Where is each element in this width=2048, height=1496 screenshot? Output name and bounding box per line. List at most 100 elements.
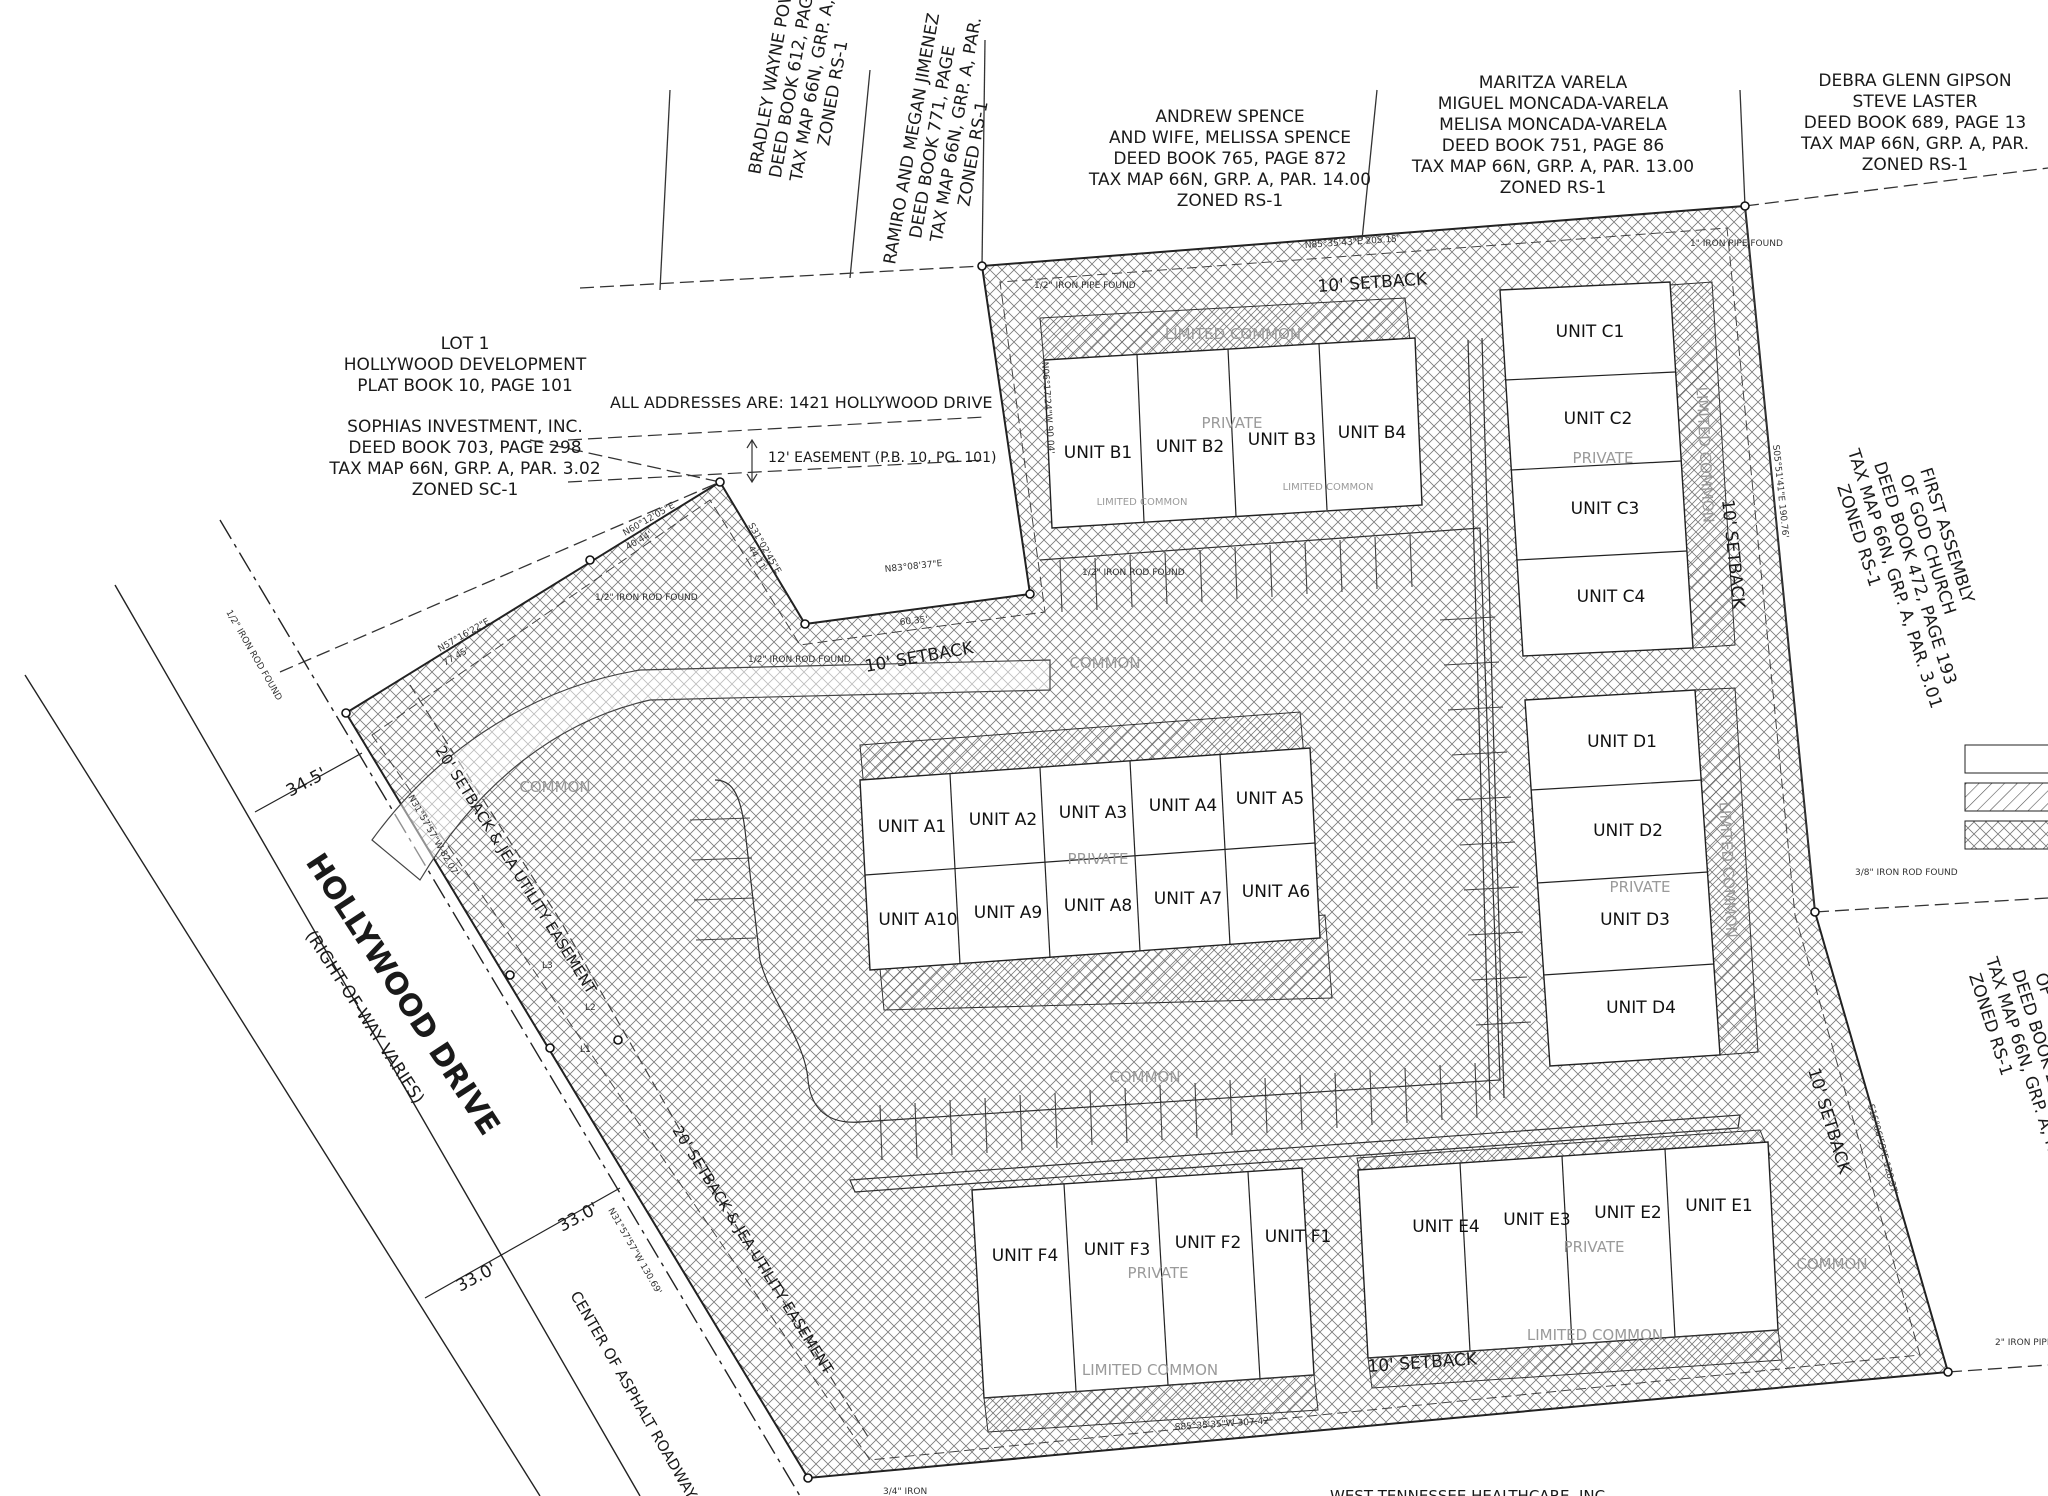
unit-a5: UNIT A5: [1236, 789, 1304, 809]
bearing-mid-dist: 60.35': [899, 615, 928, 628]
varela-line-4: DEED BOOK 751, PAGE 86: [1442, 136, 1664, 156]
unit-e3: UNIT E3: [1503, 1210, 1571, 1230]
unit-e4: UNIT E4: [1412, 1217, 1480, 1237]
unit-a6: UNIT A6: [1242, 882, 1310, 902]
varela-line-3: MELISA MONCADA-VARELA: [1439, 115, 1667, 135]
varela-line-1: MARITZA VARELA: [1479, 73, 1628, 93]
private-label-f: PRIVATE: [1128, 1264, 1189, 1282]
building-d: UNIT D1 UNIT D2 UNIT D3 UNIT D4 PRIVATE …: [1524, 687, 1759, 1067]
unit-c2: UNIT C2: [1564, 409, 1633, 429]
unit-c3: UNIT C3: [1571, 499, 1640, 519]
unit-a3: UNIT A3: [1059, 803, 1127, 823]
unit-c4: UNIT C4: [1577, 587, 1646, 607]
building-c: UNIT C1 UNIT C2 UNIT C3 UNIT C4 PRIVATE …: [1499, 281, 1736, 657]
spence-line-3: DEED BOOK 765, PAGE 872: [1113, 149, 1346, 169]
private-label-b: PRIVATE: [1202, 414, 1263, 432]
unit-f1: UNIT F1: [1265, 1227, 1332, 1247]
iron-pins: [341, 201, 1953, 1483]
unit-a2: UNIT A2: [969, 810, 1037, 830]
unit-d2: UNIT D2: [1593, 821, 1663, 841]
south-neighbor: WEST TENNESSEE HEALTHCARE, INC.: [1330, 1487, 1610, 1496]
sophias-line-2: DEED BOOK 703, PAGE 298: [348, 438, 581, 458]
pin-label-sw: 3/4" IRON: [883, 1487, 927, 1496]
easement-lines: [567, 416, 986, 483]
width-33-b: 33.0': [453, 1259, 500, 1297]
unit-d3: UNIT D3: [1600, 910, 1670, 930]
sophias-line-1: SOPHIAS INVESTMENT, INC.: [347, 417, 583, 437]
drive-entrance: [371, 659, 1051, 881]
gipson-line-2: STEVE LASTER: [1853, 92, 1978, 112]
limited-common-label-b3: LIMITED COMMON: [1283, 482, 1374, 493]
pin-label-nw: 1/2" IRON ROD FOUND: [595, 593, 698, 603]
private-label-a: PRIVATE: [1068, 850, 1129, 868]
parking-stalls: [689, 534, 1532, 1161]
unit-a7: UNIT A7: [1154, 889, 1222, 909]
spence-line-5: ZONED RS-1: [1177, 191, 1284, 211]
spence-line-4: TAX MAP 66N, GRP. A, PAR. 14.00: [1088, 170, 1371, 190]
building-a: UNIT A1 UNIT A2 UNIT A3 UNIT A4 UNIT A5 …: [859, 711, 1333, 1011]
east-neighbor-label: OF DEED BOOK 274, TAX MAP 66N, GRP. A, P…: [1964, 954, 2048, 1178]
unit-f3: UNIT F3: [1084, 1240, 1151, 1260]
legend-limited-swatch: [1964, 782, 2048, 812]
building-b: UNIT B1 UNIT B2 UNIT B3 UNIT B4 PRIVATE …: [1039, 297, 1423, 529]
legend: [1964, 744, 2048, 850]
spence-line-1: ANDREW SPENCE: [1155, 107, 1304, 127]
unit-b2: UNIT B2: [1156, 437, 1224, 457]
width-dimensions: [254, 752, 621, 1299]
width-33-a: 33.0': [555, 1199, 602, 1237]
legend-private-swatch: [1964, 744, 2048, 774]
assembly-label: FIRST ASSEMBLY OF GOD CHURCH DEED BOOK 4…: [1832, 446, 1978, 711]
common-label-1: COMMON: [519, 778, 590, 796]
legend-common-swatch: [1964, 820, 2048, 850]
bearing-mid: N83°08'37"E: [884, 559, 943, 575]
unit-a8: UNIT A8: [1064, 896, 1132, 916]
gipson-line-4: TAX MAP 66N, GRP. A, PAR.: [1800, 134, 2029, 154]
unit-a4: UNIT A4: [1149, 796, 1217, 816]
sophias-line-3: TAX MAP 66N, GRP. A, PAR. 3.02: [328, 459, 600, 479]
gipson-line-1: DEBRA GLENN GIPSON: [1818, 71, 2011, 91]
private-label-e: PRIVATE: [1564, 1238, 1625, 1256]
unit-e2: UNIT E2: [1594, 1203, 1662, 1223]
pin-label-ne: 1" IRON PIPE FOUND: [1690, 239, 1783, 249]
road-centerline-label: CENTER OF ASPHALT ROADWAY: [567, 1288, 701, 1496]
unit-d1: UNIT D1: [1587, 732, 1657, 752]
private-label-d: PRIVATE: [1610, 878, 1671, 896]
unit-f2: UNIT F2: [1175, 1233, 1242, 1253]
spence-line-2: AND WIFE, MELISSA SPENCE: [1109, 128, 1351, 148]
unit-a1: UNIT A1: [878, 817, 946, 837]
unit-c1: UNIT C1: [1556, 322, 1625, 342]
easement-arrow: [746, 438, 758, 484]
unit-d4: UNIT D4: [1606, 998, 1676, 1018]
pin-label-east: 3/8" IRON ROD FOUND: [1855, 868, 1958, 878]
pin-label-mid: 1/2" IRON ROD FOUND: [1082, 568, 1185, 578]
address-note: ALL ADDRESSES ARE: 1421 HOLLYWOOD DRIVE: [610, 393, 993, 412]
limited-common-label-f: LIMITED COMMON: [1082, 1361, 1218, 1379]
setback-line: [371, 227, 1921, 1461]
ramiro-label: RAMIRO AND MEGAN JIMENEZ DEED BOOK 771, …: [880, 12, 992, 266]
bradley-label: BRADLEY WAYNE POWELL DEED BOOK 612, PAGE…: [745, 0, 852, 184]
pin-label-top: 1/2" IRON PIPE FOUND: [1034, 281, 1136, 291]
gipson-line-5: ZONED RS-1: [1862, 155, 1969, 175]
pin-label-notch: 1/2" IRON ROD FOUND: [748, 655, 851, 665]
front-setback-line: [409, 684, 871, 1441]
varela-line-5: TAX MAP 66N, GRP. A, PAR. 13.00: [1411, 157, 1694, 177]
line-l1: L1: [580, 1045, 591, 1055]
lot1-line-1: LOT 1: [441, 334, 490, 354]
line-l3: L3: [542, 961, 553, 971]
unit-e1: UNIT E1: [1685, 1196, 1753, 1216]
private-label-c: PRIVATE: [1573, 449, 1634, 467]
line-l2: L2: [585, 1003, 596, 1013]
limited-common-label-b2: LIMITED COMMON: [1097, 497, 1188, 508]
curb-lines: [714, 337, 1741, 1193]
unit-b4: UNIT B4: [1338, 423, 1406, 443]
pin-label-front: 1/2" IRON ROD FOUND: [223, 609, 283, 703]
common-label-3: COMMON: [1109, 1068, 1180, 1086]
lot1-line-2: HOLLYWOOD DEVELOPMENT: [344, 355, 587, 375]
gipson-line-3: DEED BOOK 689, PAGE 13: [1804, 113, 2026, 133]
unit-f4: UNIT F4: [992, 1246, 1059, 1266]
easement-label: 12' EASEMENT (P.B. 10, PG. 101): [768, 450, 996, 466]
limited-common-label-e: LIMITED COMMON: [1527, 1326, 1663, 1344]
width-34: 34.5': [283, 764, 330, 802]
unit-a10: UNIT A10: [878, 910, 957, 930]
